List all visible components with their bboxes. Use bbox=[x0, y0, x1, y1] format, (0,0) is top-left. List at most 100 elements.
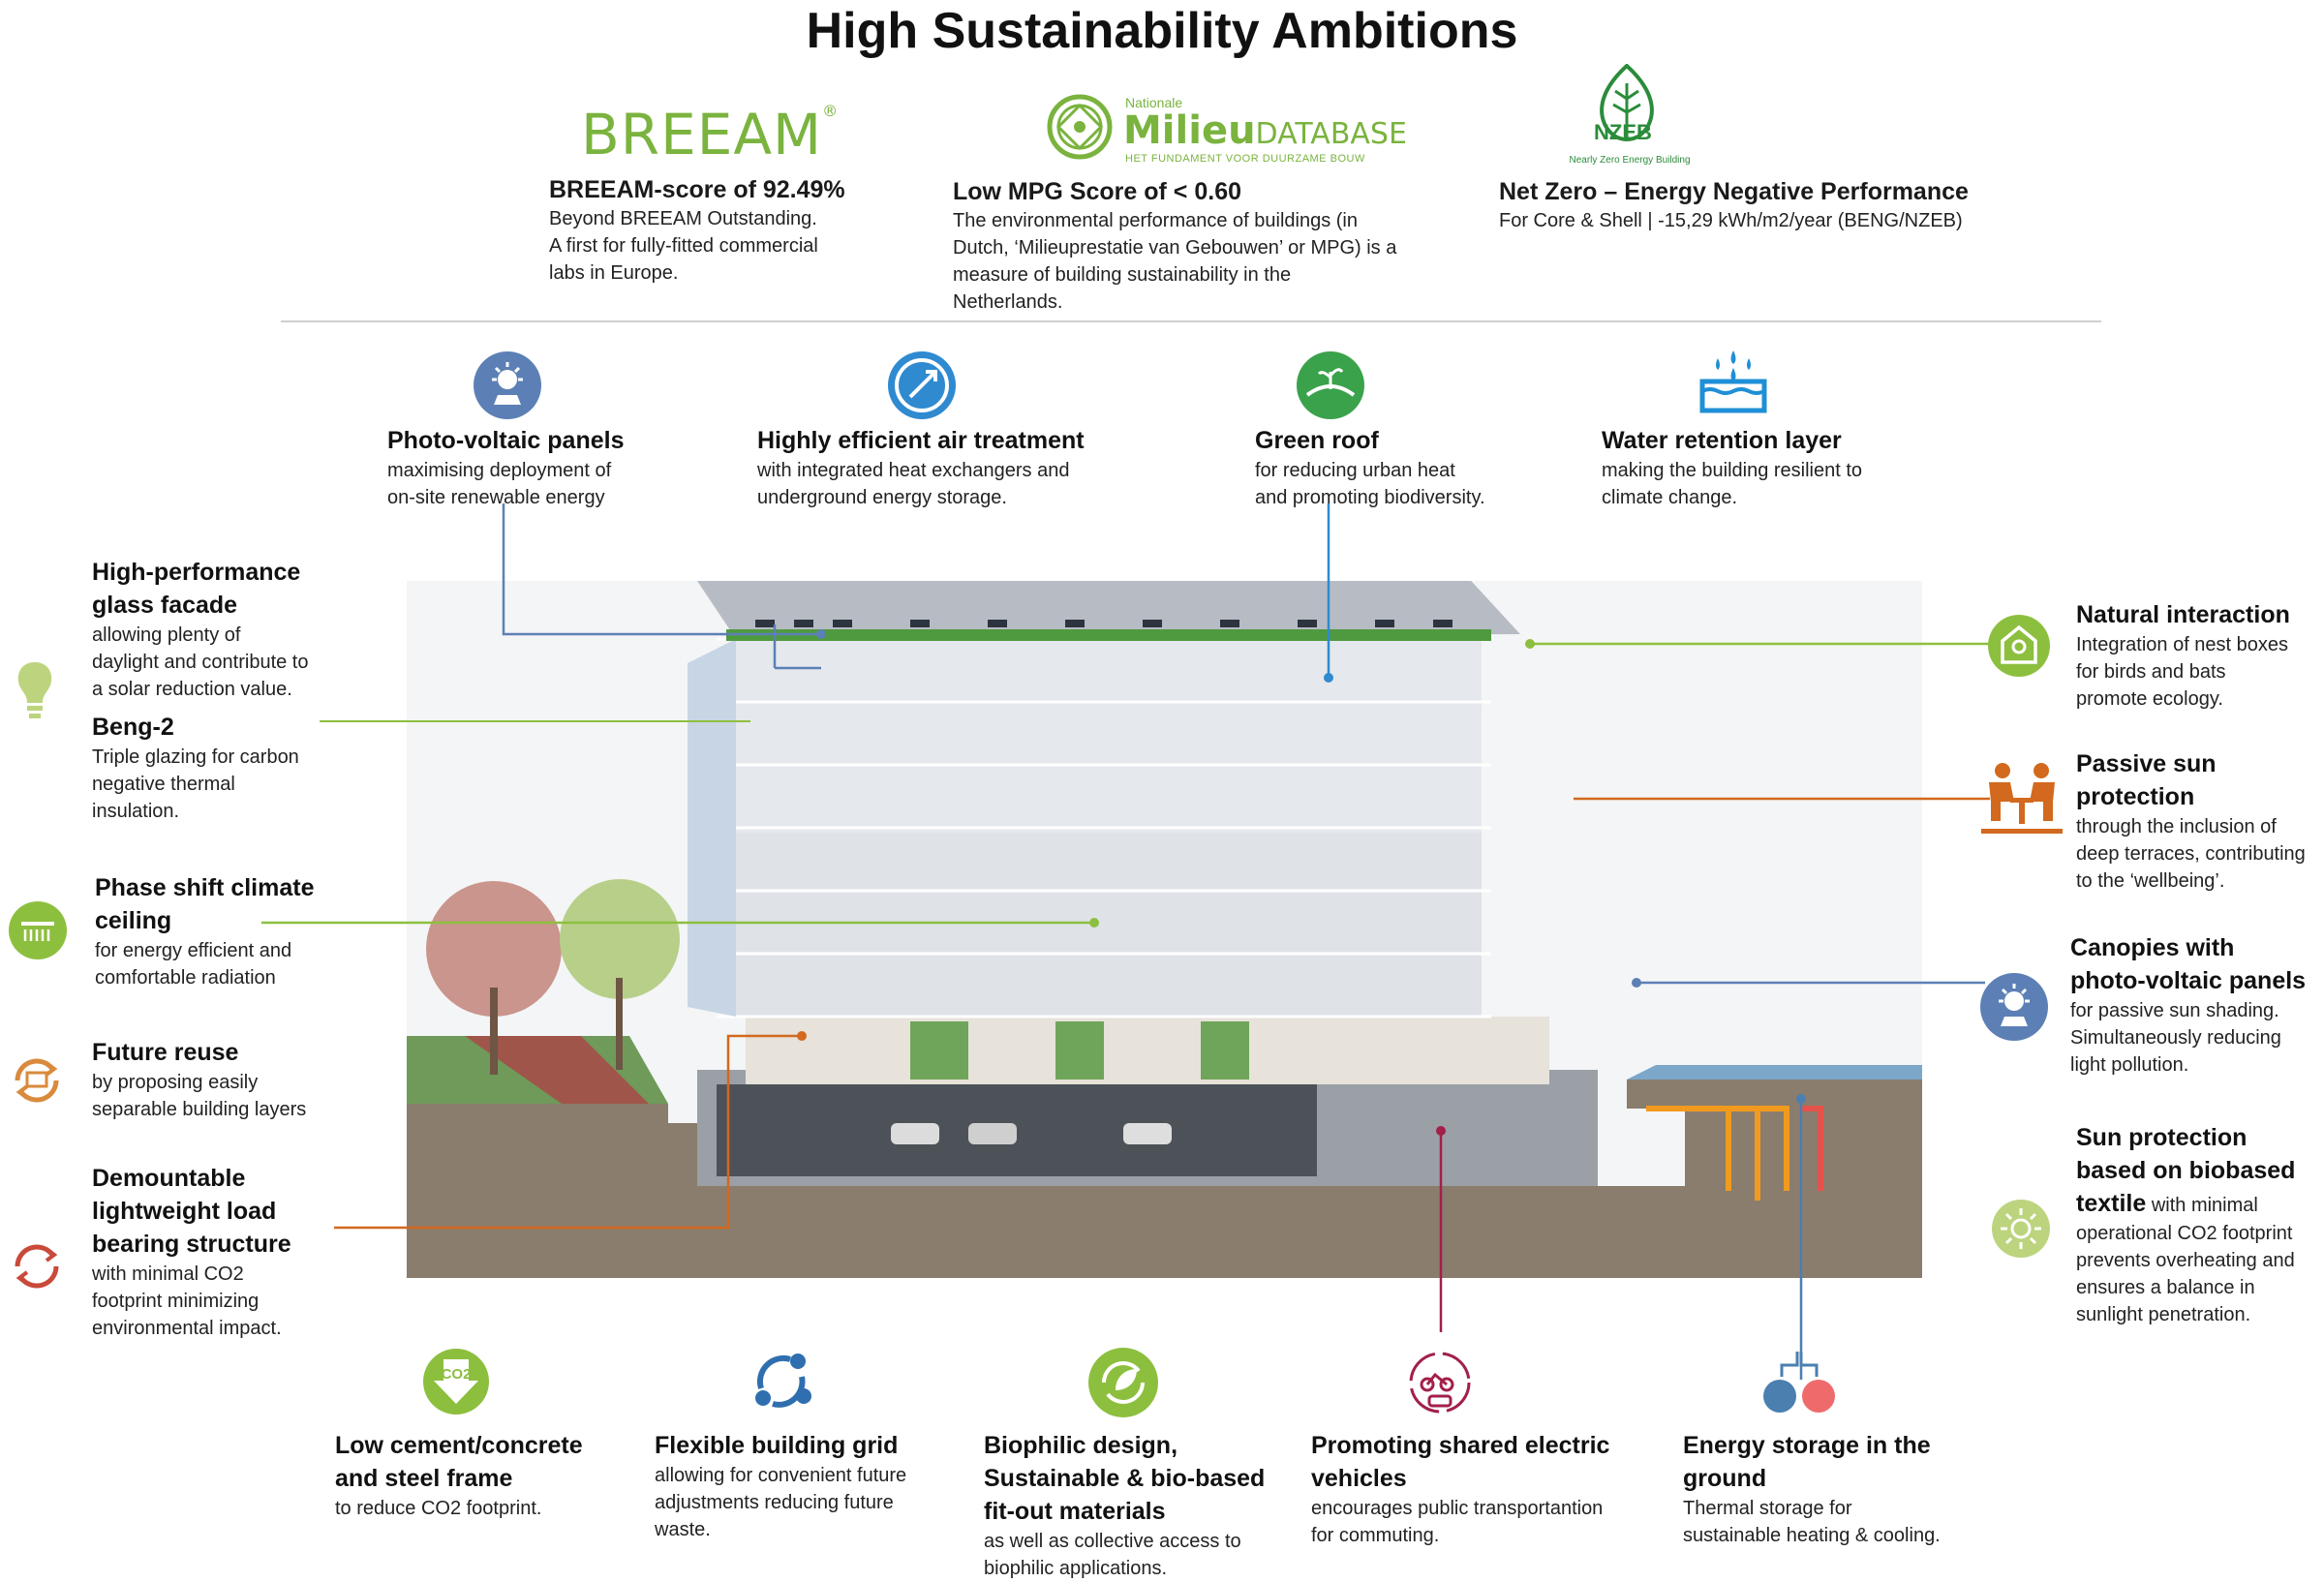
feature-heading: Highly efficient air treatment bbox=[757, 427, 1085, 454]
feature-line: ensures a balance in bbox=[2076, 1277, 2255, 1298]
feature-line: promote ecology. bbox=[2076, 688, 2223, 710]
sun-icon bbox=[1992, 1200, 2050, 1258]
feature-line: footprint minimizing bbox=[92, 1291, 260, 1312]
feature-line: through the inclusion of bbox=[2076, 816, 2277, 837]
nest-box-icon bbox=[1988, 615, 2050, 677]
climate-ceiling-icon bbox=[9, 901, 67, 959]
water-right bbox=[1627, 1065, 1922, 1080]
car bbox=[891, 1123, 939, 1144]
globe-icon bbox=[1047, 94, 1113, 160]
feature-line: for reducing urban heat bbox=[1255, 460, 1455, 481]
feature-line: waste. bbox=[655, 1519, 711, 1540]
feature-line: encourages public transportantion bbox=[1311, 1498, 1604, 1519]
feature-biobased-textile: Sun protection based on biobased textile… bbox=[2076, 1121, 2324, 1328]
feature-heading: Flexible building grid bbox=[655, 1432, 899, 1459]
tree-trunk bbox=[616, 978, 623, 1070]
grid-cycle-icon bbox=[755, 1354, 811, 1408]
tree-pink bbox=[426, 881, 562, 1017]
leader-structure bbox=[334, 1034, 802, 1230]
feature-heading: Sustainable & bio-based bbox=[984, 1465, 1266, 1492]
feature-shared-vehicles: Promoting shared electric vehicles encou… bbox=[1311, 1429, 1640, 1549]
feature-line: underground energy storage. bbox=[757, 487, 1007, 508]
feature-heading: ceiling bbox=[95, 907, 172, 934]
feature-heading: Natural interaction bbox=[2076, 601, 2290, 628]
green-wall bbox=[1201, 1021, 1249, 1080]
feature-heading: Passive sun bbox=[2076, 750, 2217, 777]
feature-line: adjustments reducing future bbox=[655, 1492, 894, 1513]
tree-trunk bbox=[490, 988, 498, 1075]
feature-line: making the building resilient to bbox=[1602, 460, 1863, 481]
light-bulb-icon bbox=[17, 662, 52, 718]
solar-canopy-icon bbox=[1980, 973, 2048, 1041]
feature-line: insulation. bbox=[92, 801, 180, 822]
feature-low-cement: Low cement/concrete and steel frame to r… bbox=[335, 1429, 655, 1522]
breeam-logo: BREEAM® bbox=[581, 102, 840, 167]
feature-line: comfortable radiation bbox=[95, 967, 276, 989]
geothermal-pipe-warm bbox=[1646, 1106, 1789, 1201]
feature-heading: Energy storage in the bbox=[1683, 1432, 1931, 1459]
cert-nzeb: Net Zero – Energy Negative Performance F… bbox=[1499, 176, 2080, 234]
feature-heading: fit-out materials bbox=[984, 1498, 1166, 1525]
feature-heading: Sun protection bbox=[2076, 1124, 2248, 1151]
feature-biophilic-design: Biophilic design, Sustainable & bio-base… bbox=[984, 1429, 1303, 1582]
feature-natural-interaction: Natural interaction Integration of nest … bbox=[2076, 598, 2318, 713]
cert-heading: Low MPG Score of < 0.60 bbox=[953, 178, 1241, 205]
water-retention-icon bbox=[1699, 350, 1767, 413]
feature-heading: protection bbox=[2076, 783, 2195, 810]
feature-heading: High-performance bbox=[92, 559, 301, 586]
building-illustration bbox=[407, 581, 1922, 1278]
feature-line: prevents overheating and bbox=[2076, 1250, 2295, 1271]
co2-icon-text: CO2 bbox=[442, 1366, 472, 1383]
feature-heading: and steel frame bbox=[335, 1465, 513, 1492]
feature-line: deep terraces, contributing bbox=[2076, 843, 2306, 865]
co2-icon: CO2 bbox=[423, 1349, 489, 1415]
logo-main-text: Milieu bbox=[1123, 108, 1256, 153]
feature-line: to the ‘wellbeing’. bbox=[2076, 870, 2225, 892]
leader-air-treatment bbox=[773, 624, 821, 670]
feature-line: Integration of nest boxes bbox=[2076, 634, 2289, 655]
feature-line: by proposing easily bbox=[92, 1072, 259, 1093]
reuse-icon bbox=[15, 1058, 59, 1103]
feature-line: climate change. bbox=[1602, 487, 1738, 508]
nzeb-logo-sub: Nearly Zero Energy Building bbox=[1569, 155, 1691, 166]
feature-line: Simultaneously reducing bbox=[2070, 1027, 2281, 1049]
green-wall bbox=[1055, 1021, 1104, 1080]
cert-breeam: BREEAM-score of 92.49% Beyond BREEAM Out… bbox=[549, 174, 898, 287]
geothermal-pipe-hot bbox=[1801, 1106, 1823, 1191]
feature-air-treatment: Highly efficient air treatment with inte… bbox=[757, 424, 1164, 511]
path-left bbox=[465, 1036, 649, 1104]
feature-climate-ceiling: Phase shift climate ceiling for energy e… bbox=[95, 871, 414, 991]
feature-line: for passive sun shading. bbox=[2070, 1000, 2279, 1021]
cert-mpg: Low MPG Score of < 0.60 The environmenta… bbox=[953, 176, 1456, 316]
feature-line: light pollution. bbox=[2070, 1054, 2189, 1076]
cert-line: labs in Europe. bbox=[549, 262, 679, 284]
divider bbox=[281, 320, 2101, 322]
air-treatment-icon bbox=[888, 351, 956, 419]
green-roof-icon bbox=[1297, 351, 1364, 419]
feature-beng: Beng-2 Triple glazing for carbon negativ… bbox=[92, 711, 412, 825]
logo-tagline: HET FUNDAMENT VOOR DUURZAME BOUW bbox=[1125, 153, 1365, 165]
feature-glass-facade: High-performance glass facade allowing p… bbox=[92, 556, 412, 703]
leaf-icon bbox=[1600, 64, 1654, 142]
feature-heading: bearing structure bbox=[92, 1231, 291, 1258]
feature-heading: ground bbox=[1683, 1465, 1767, 1492]
upper-floor bbox=[736, 765, 1482, 833]
milieu-database-logo: Nationale MilieuDATABASE HET FUNDAMENT V… bbox=[1046, 93, 1407, 170]
feature-line: and promoting biodiversity. bbox=[1255, 487, 1485, 508]
feature-line: sunlight penetration. bbox=[2076, 1304, 2251, 1325]
feature-line: negative thermal bbox=[92, 774, 235, 795]
feature-passive-sun-protection: Passive sun protection through the inclu… bbox=[2076, 747, 2318, 895]
feature-green-roof: Green roof for reducing urban heat and p… bbox=[1255, 424, 1584, 511]
cert-line: Beyond BREEAM Outstanding. bbox=[549, 208, 817, 229]
car bbox=[1123, 1123, 1172, 1144]
logo-light-text: DATABASE bbox=[1255, 117, 1407, 151]
upper-floor bbox=[736, 702, 1482, 770]
feature-heading: Beng-2 bbox=[92, 714, 174, 741]
feature-heading: lightweight load bbox=[92, 1198, 277, 1225]
nzeb-logo-text: NZEB bbox=[1594, 120, 1652, 144]
feature-future-reuse: Future reuse by proposing easily separab… bbox=[92, 1036, 421, 1123]
cert-line: Netherlands. bbox=[953, 291, 1063, 313]
feature-line: to reduce CO2 footprint. bbox=[335, 1498, 542, 1519]
cert-line: For Core & Shell | -15,29 kWh/m2/year (B… bbox=[1499, 210, 1963, 231]
feature-flexible-grid: Flexible building grid allowing for conv… bbox=[655, 1429, 964, 1543]
